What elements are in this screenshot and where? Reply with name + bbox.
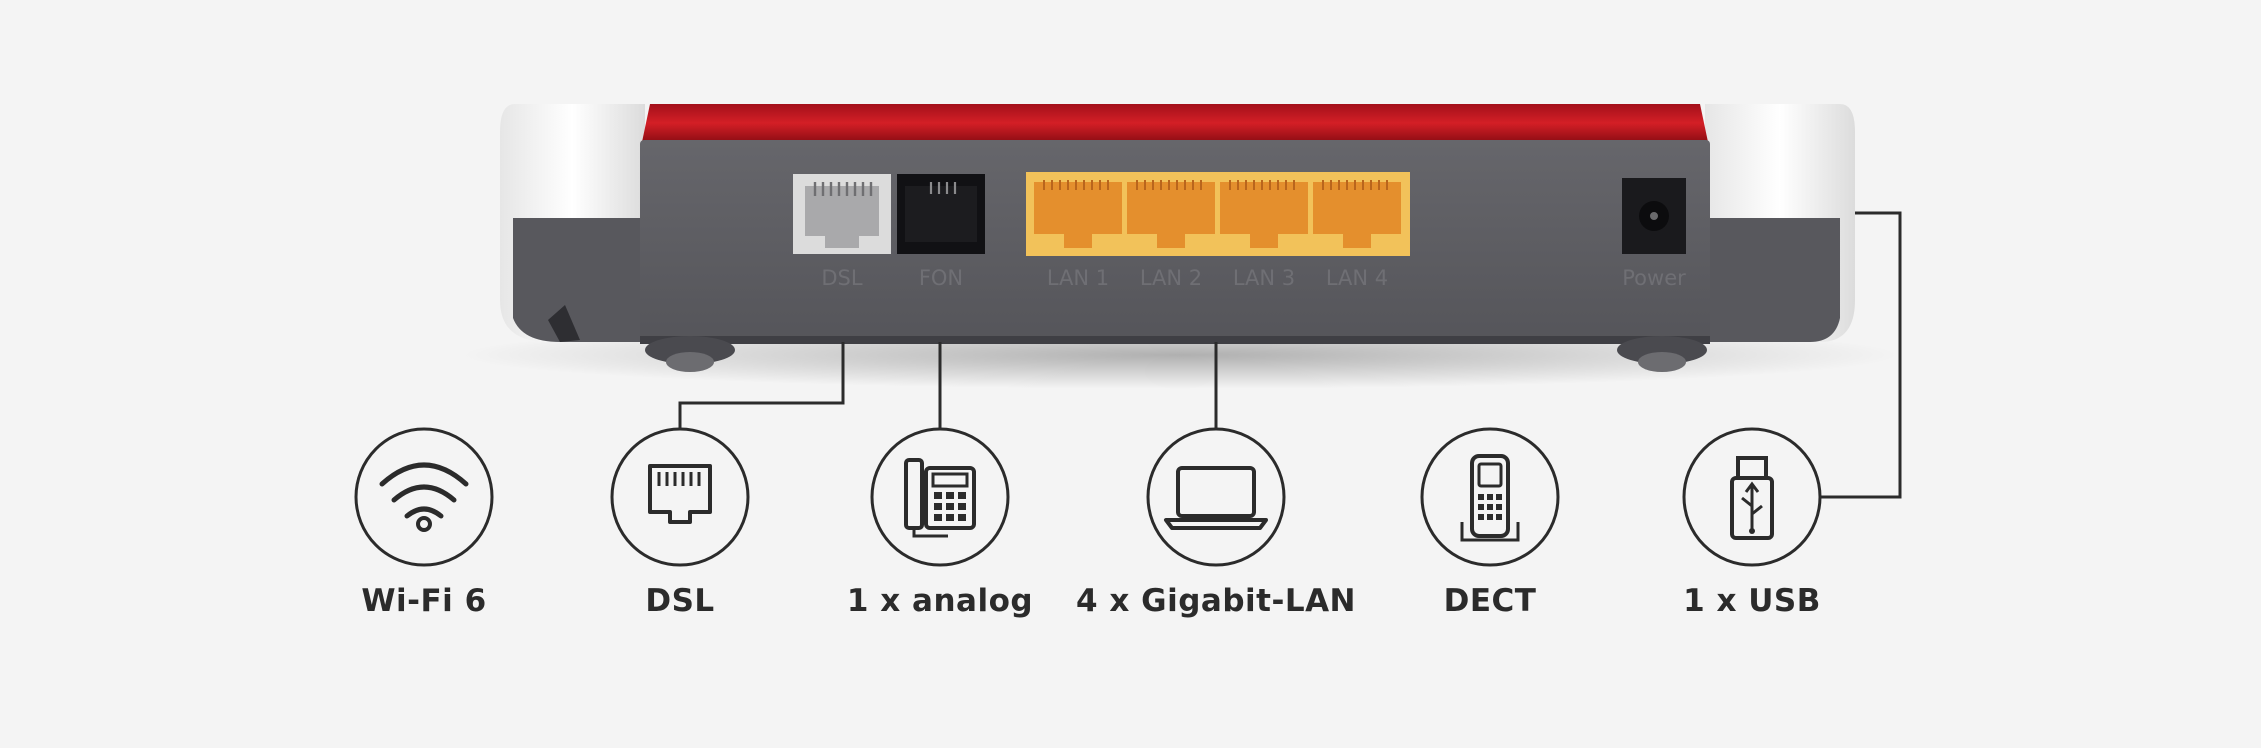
usb-stick-icon xyxy=(1682,427,1822,567)
cordless-phone-icon xyxy=(1420,427,1560,567)
feature-label-wifi: Wi-Fi 6 xyxy=(361,583,487,619)
telephone-icon xyxy=(870,427,1010,567)
port-label-lan3: LAN 3 xyxy=(1233,266,1295,290)
port-label-power: Power xyxy=(1622,266,1686,290)
router-foot-left xyxy=(645,336,735,364)
port-label-lan1: LAN 1 xyxy=(1047,266,1109,290)
port-label-dsl: DSL xyxy=(821,266,863,290)
router-power-jack xyxy=(1622,178,1686,254)
feature-label-lan: 4 x Gigabit-LAN xyxy=(1075,583,1357,619)
router-top-strip xyxy=(642,104,1708,142)
router-foot-right xyxy=(1617,336,1707,364)
router-fon-port xyxy=(897,174,985,254)
connector-lines xyxy=(678,211,1902,499)
port-label-lan4: LAN 4 xyxy=(1326,266,1388,290)
router-lan-ports xyxy=(1026,172,1410,256)
feature-label-usb: 1 x USB xyxy=(1683,583,1821,619)
laptop-icon xyxy=(1146,427,1286,567)
port-label-fon: FON xyxy=(919,266,963,290)
lan-port-4 xyxy=(1313,182,1401,248)
lan-port-2 xyxy=(1127,182,1215,248)
lan-port-1 xyxy=(1034,182,1122,248)
lan-port-3 xyxy=(1220,182,1308,248)
feature-icons xyxy=(354,427,1822,567)
connector-usb xyxy=(1820,211,1902,499)
router-dsl-port xyxy=(793,174,891,254)
feature-label-analog: 1 x analog xyxy=(846,583,1034,619)
router: DSL FON LAN 1 LAN 2 LAN 3 LAN 4 Power xyxy=(500,104,1855,372)
port-label-lan2: LAN 2 xyxy=(1140,266,1202,290)
feature-label-dect: DECT xyxy=(1443,583,1537,619)
wifi-icon xyxy=(354,427,494,567)
ethernet-port-icon xyxy=(610,427,750,567)
connector-dsl xyxy=(678,342,845,429)
feature-label-dsl: DSL xyxy=(645,583,715,619)
